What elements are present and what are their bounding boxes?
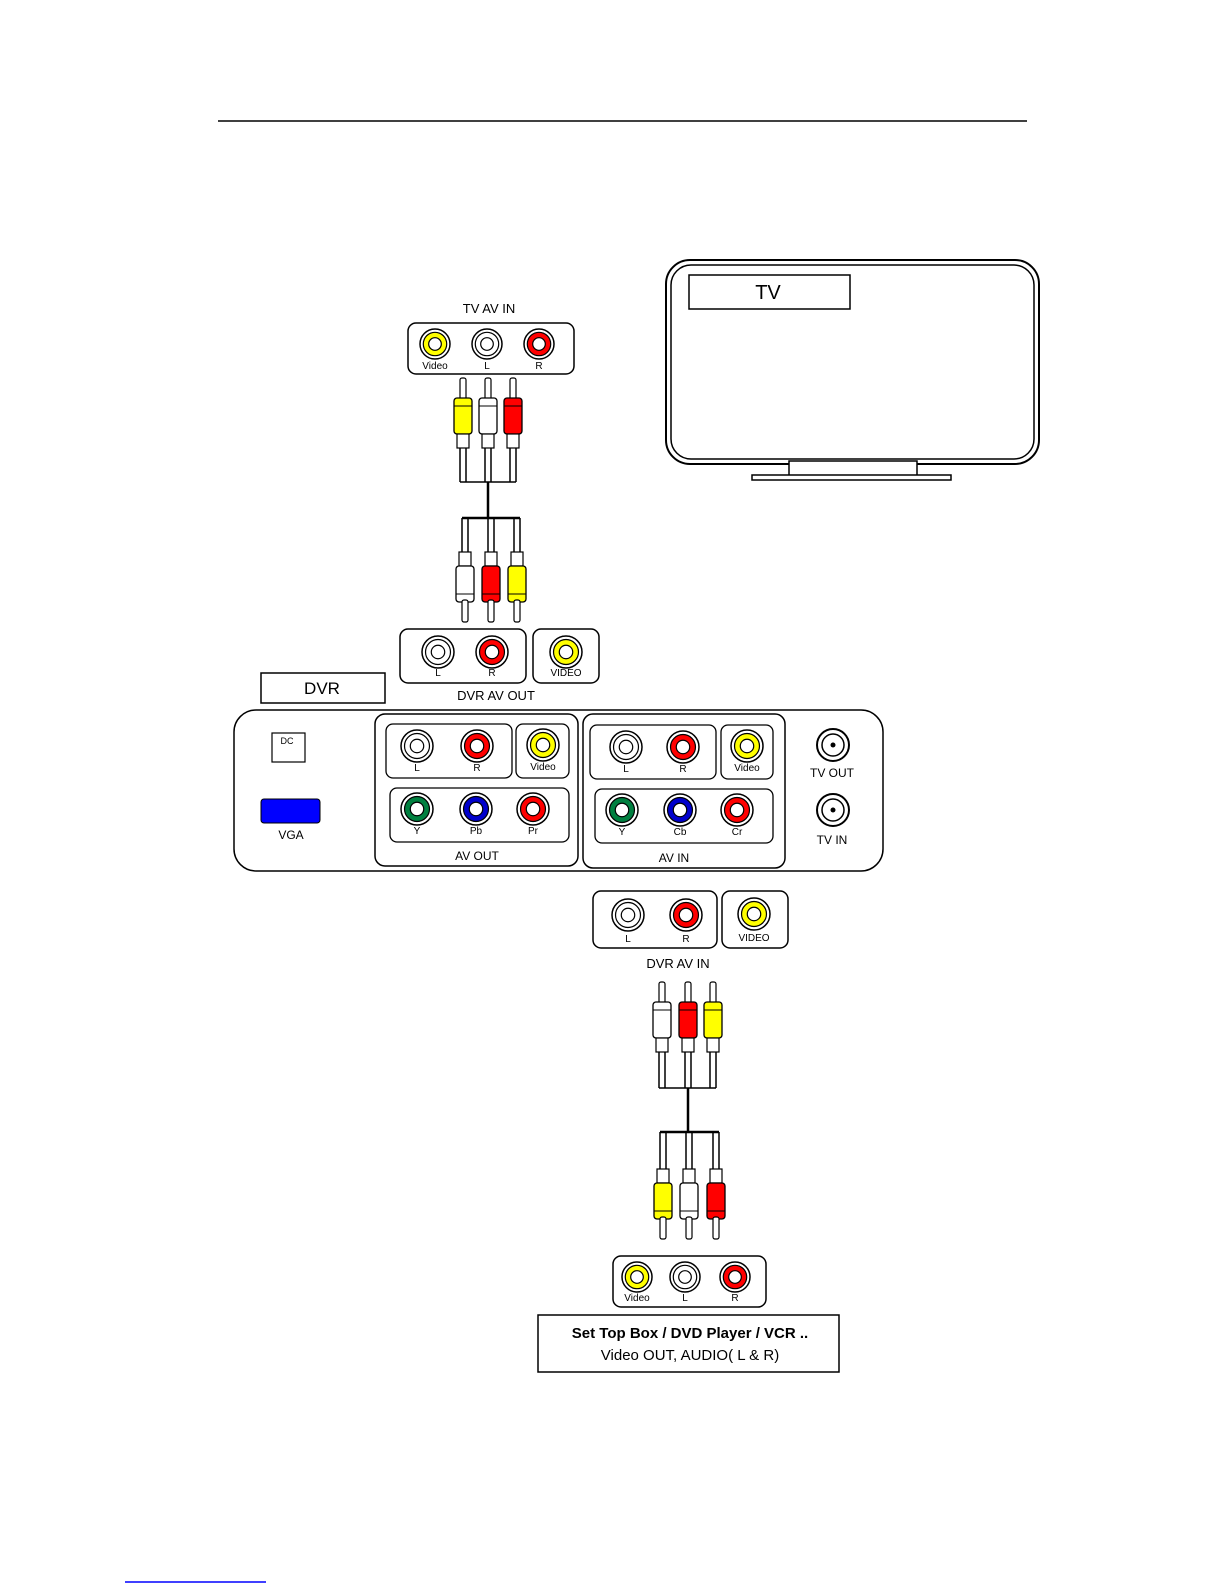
tv-set: TV bbox=[666, 260, 1039, 480]
cable-upper-top-plug-2 bbox=[479, 378, 497, 448]
source-device-box: Set Top Box / DVD Player / VCR .. Video … bbox=[538, 1315, 839, 1372]
cable-lower-top-plug-3 bbox=[704, 982, 722, 1052]
tv-av-in-jack-video-label: Video bbox=[422, 361, 448, 372]
dvr-av-in-jack-video: VIDEO bbox=[738, 898, 770, 944]
dvr-av-in-jack-video-label: VIDEO bbox=[738, 933, 769, 944]
dvr-av-in-jack-r-label: R bbox=[682, 934, 689, 945]
tv-stand-base bbox=[752, 475, 951, 480]
tv-label: TV bbox=[755, 282, 781, 304]
source-jacks: Video L R bbox=[622, 1262, 750, 1304]
cable-upper-wires bbox=[460, 448, 520, 552]
av-in-jack-cb-label: Cb bbox=[674, 827, 687, 838]
dvr-av-out-jack-video: VIDEO bbox=[550, 636, 582, 679]
cable-upper-bottom-plug-2 bbox=[482, 552, 500, 622]
tv-av-in-jack-r-label: R bbox=[535, 361, 542, 372]
cable-upper-top-plug-3 bbox=[504, 378, 522, 448]
dvr-av-out-jack-video-label: VIDEO bbox=[550, 668, 581, 679]
dvr-av-out-jack-l-label: L bbox=[435, 668, 441, 679]
source-device-subtitle: Video OUT, AUDIO( L & R) bbox=[601, 1347, 779, 1364]
av-in-jack-video: Video bbox=[731, 730, 763, 774]
vga-port bbox=[261, 799, 320, 823]
dvr-av-in-jack-l-label: L bbox=[625, 934, 631, 945]
av-out-jack-pr-label: Pr bbox=[528, 826, 539, 837]
dvr-av-out-title: DVR AV OUT bbox=[457, 688, 535, 703]
tv-out-label: TV OUT bbox=[810, 766, 855, 780]
cable-upper-top-plug-1 bbox=[454, 378, 472, 448]
av-out-jack-y-label: Y bbox=[414, 826, 421, 837]
source-av-out-panel: Video L R bbox=[613, 1256, 766, 1307]
source-jack-video-label: Video bbox=[624, 1293, 650, 1304]
dc-label: DC bbox=[281, 736, 294, 746]
cable-upper-bottom-plug-3 bbox=[508, 552, 526, 622]
av-in-jack-video-label: Video bbox=[734, 763, 760, 774]
dvr-av-in-panel: L R VIDEO DVR AV IN bbox=[593, 891, 788, 971]
cable-lower-bottom-plug-1 bbox=[654, 1169, 672, 1239]
source-jack-r-label: R bbox=[731, 1293, 738, 1304]
av-out-jack-r-label: R bbox=[473, 763, 480, 774]
av-out-jack-pb-label: Pb bbox=[470, 826, 483, 837]
av-out-jack-video: Video bbox=[527, 729, 559, 773]
dvr-label: DVR bbox=[304, 679, 340, 698]
cable-upper-bottom-plug-1 bbox=[456, 552, 474, 622]
av-in-jack-l-label: L bbox=[623, 764, 629, 775]
tv-av-in-panel: TV AV IN Video L R bbox=[408, 301, 574, 374]
source-device-title: Set Top Box / DVD Player / VCR .. bbox=[572, 1325, 808, 1342]
av-in-jack-r-label: R bbox=[679, 764, 686, 775]
av-in-title: AV IN bbox=[659, 851, 689, 865]
tv-in-coax bbox=[817, 794, 849, 826]
av-in-jack-y-label: Y bbox=[619, 827, 626, 838]
cable-lower-wires bbox=[659, 1052, 719, 1169]
av-in-jack-cr-label: Cr bbox=[732, 827, 743, 838]
dvr-av-in-title: DVR AV IN bbox=[646, 956, 709, 971]
source-jack-l-label: L bbox=[682, 1293, 688, 1304]
tv-stand-neck bbox=[789, 461, 917, 476]
av-out-title: AV OUT bbox=[455, 849, 499, 863]
tv-av-in-title: TV AV IN bbox=[463, 301, 516, 316]
source-jack-video: Video bbox=[622, 1262, 652, 1304]
tv-in-label: TV IN bbox=[817, 833, 848, 847]
lower-rca-cable bbox=[653, 982, 725, 1239]
cable-lower-bottom-plug-3 bbox=[707, 1169, 725, 1239]
vga-label: VGA bbox=[278, 828, 303, 842]
av-out-jack-video-label: Video bbox=[530, 762, 556, 773]
tv-av-in-jack-video: Video bbox=[420, 329, 450, 372]
tv-out-coax bbox=[817, 729, 849, 761]
cable-lower-top-plug-2 bbox=[679, 982, 697, 1052]
av-out-jack-l-label: L bbox=[414, 763, 420, 774]
dvr-av-out-jack-r-label: R bbox=[488, 668, 495, 679]
tv-av-in-jack-l-label: L bbox=[484, 361, 490, 372]
dvr-av-out-panel: L R VIDEO DVR AV OUT bbox=[400, 629, 599, 703]
upper-rca-cable bbox=[454, 378, 526, 622]
cable-lower-top-plug-1 bbox=[653, 982, 671, 1052]
cable-lower-bottom-plug-2 bbox=[680, 1169, 698, 1239]
